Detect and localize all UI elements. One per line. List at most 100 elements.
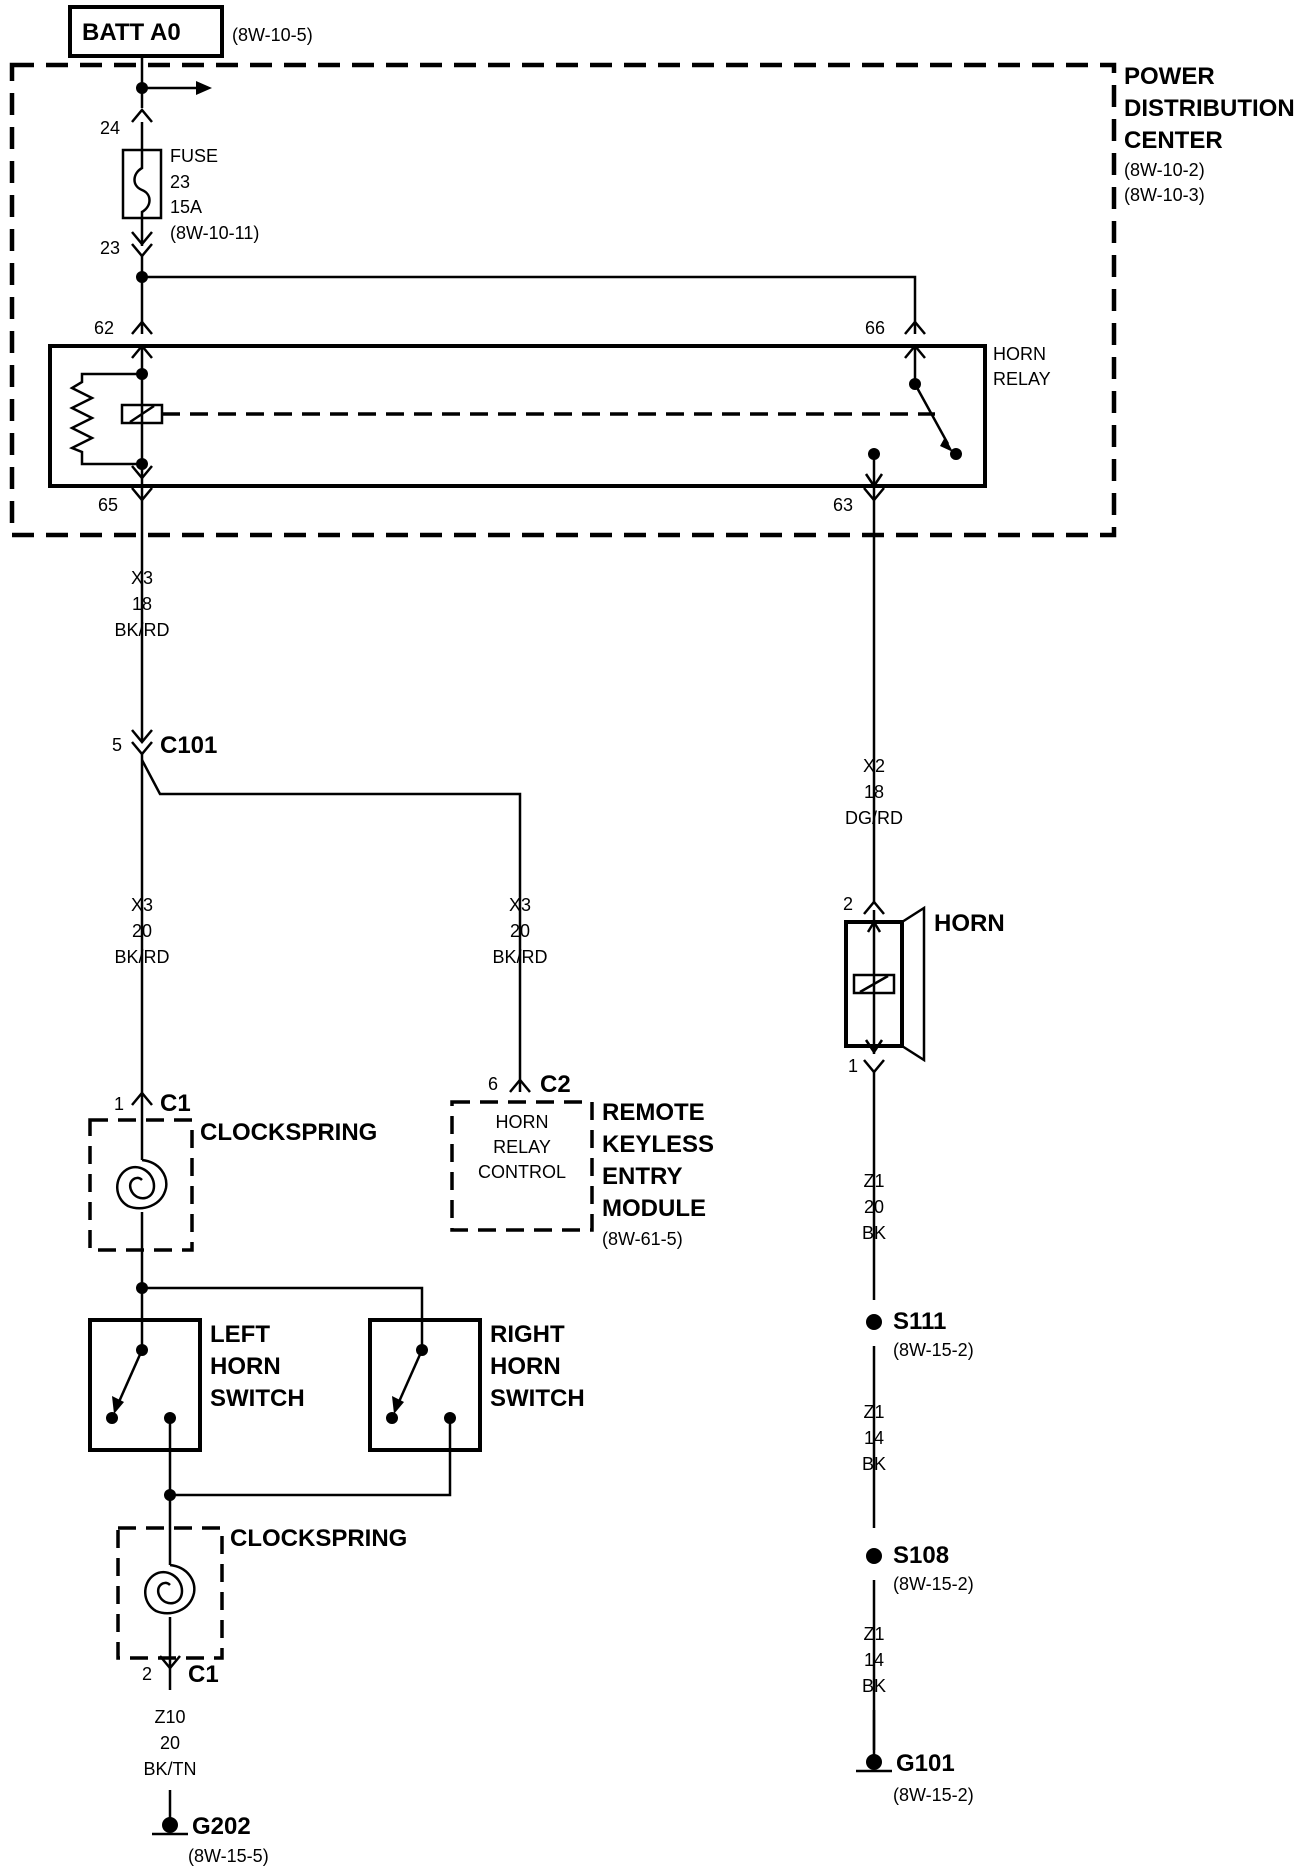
fuse-pin-top: 24 [100, 118, 120, 138]
clockspring-top-label: CLOCKSPRING [200, 1119, 377, 1146]
wire-x3-20-left-gauge: 20 [132, 921, 152, 941]
wire-z1-a-code: Z1 [863, 1171, 884, 1191]
relay-pin-65: 65 [98, 495, 118, 515]
relay-label-2: RELAY [993, 369, 1051, 389]
wire-z10-color: BK/TN [143, 1759, 196, 1779]
clockspring-top-spiral-icon [116, 1105, 168, 1288]
fuse-label: FUSE [170, 146, 218, 166]
pdc-title-1: POWER [1124, 63, 1215, 90]
relay-pin-62: 62 [94, 318, 114, 338]
fuse-23 [121, 122, 163, 258]
horn-relay-box [48, 344, 987, 488]
rke-conn: C2 [540, 1071, 571, 1098]
pdc-title-3: CENTER [1124, 127, 1223, 154]
g202-label: G202 [192, 1813, 251, 1840]
fuse-ref: (8W-10-11) [170, 223, 259, 243]
wire-z1-b-gauge: 14 [864, 1428, 884, 1448]
c101-label: C101 [160, 732, 217, 759]
g202-ref: (8W-15-5) [188, 1846, 269, 1866]
right-horn-switch-box [368, 1318, 482, 1452]
wire-z1-a-color: BK [862, 1223, 886, 1243]
fuse-pin-bottom: 23 [100, 238, 120, 258]
horn-pin-bottom: 1 [848, 1056, 858, 1076]
wire-z1-a-gauge: 20 [864, 1197, 884, 1217]
wire-x3-18-color: BK/RD [114, 620, 169, 640]
fuse-amps: 15A [170, 197, 202, 217]
fuse-number: 23 [170, 172, 190, 192]
clockspring-top-pin: 1 [114, 1094, 124, 1114]
relay-coil-circuit [68, 344, 935, 502]
s108-label: S108 [893, 1542, 949, 1569]
left-horn-switch-box [88, 1318, 202, 1452]
horn-icon [844, 900, 926, 1074]
wire-x2-gauge: 18 [864, 782, 884, 802]
batt-label: BATT A0 [82, 19, 181, 46]
relay-pin-63: 63 [833, 495, 853, 515]
wire-x3-18-gauge: 18 [132, 594, 152, 614]
wire-x3-20-left-code: X3 [131, 895, 153, 915]
s108-ref: (8W-15-2) [893, 1574, 974, 1594]
wire-x3-18-code: X3 [131, 568, 153, 588]
s111-label: S111 [893, 1308, 946, 1335]
pdc-ref-2: (8W-10-3) [1124, 185, 1205, 205]
rke-title-2: KEYLESS [602, 1131, 714, 1158]
relay-switch-contacts [863, 344, 962, 502]
wire-x2-color: DG/RD [845, 808, 903, 828]
wire-z1-c-gauge: 14 [864, 1650, 884, 1670]
g101-label: G101 [896, 1750, 955, 1777]
rke-inner-3: CONTROL [478, 1162, 566, 1182]
rke-inner-1: HORN [496, 1112, 549, 1132]
wire-z1-c-code: Z1 [863, 1624, 884, 1644]
rke-title-3: ENTRY [602, 1163, 682, 1190]
g202-ground-icon [152, 1790, 188, 1836]
horn-label: HORN [934, 910, 1005, 937]
relay-feed-wires [131, 256, 926, 335]
left-switch-1: LEFT [210, 1321, 270, 1348]
s111-splice [866, 1314, 882, 1330]
clockspring-bottom-conn: C1 [188, 1661, 219, 1688]
clockspring-bottom-spiral-icon [144, 1495, 196, 1690]
clockspring-bottom-pin: 2 [142, 1664, 152, 1684]
g101-ref: (8W-15-2) [893, 1785, 974, 1805]
batt-ref: (8W-10-5) [232, 25, 313, 45]
clockspring-bottom-label: CLOCKSPRING [230, 1525, 407, 1552]
rke-inner-2: RELAY [493, 1137, 551, 1157]
horn-pin-top: 2 [843, 894, 853, 914]
c101-split-wires [131, 754, 531, 1106]
rke-ref: (8W-61-5) [602, 1229, 683, 1249]
right-switch-1: RIGHT [490, 1321, 565, 1348]
wire-z1-b-color: BK [862, 1454, 886, 1474]
pdc-ref-1: (8W-10-2) [1124, 160, 1205, 180]
rke-title-1: REMOTE [602, 1099, 705, 1126]
wire-x2-code: X2 [863, 756, 885, 776]
rke-title-4: MODULE [602, 1195, 706, 1222]
wire-z1-b-code: Z1 [863, 1402, 884, 1422]
rke-box [450, 1100, 594, 1232]
wire-x3-20-mid-gauge: 20 [510, 921, 530, 941]
wire-z10-code: Z10 [154, 1707, 185, 1727]
relay-label-1: HORN [993, 344, 1046, 364]
right-switch-2: HORN [490, 1353, 561, 1380]
c101-pin: 5 [112, 735, 122, 755]
left-switch-2: HORN [210, 1353, 281, 1380]
wire-x3-20-left-color: BK/RD [114, 947, 169, 967]
right-horn-switch-contacts [170, 1320, 456, 1497]
relay-pin-66: 66 [865, 318, 885, 338]
s111-ref: (8W-15-2) [893, 1340, 974, 1360]
clockspring-top-conn: C1 [160, 1090, 191, 1117]
wire-z1-c-color: BK [862, 1676, 886, 1696]
horn-switch-feed [136, 1282, 424, 1320]
wire-x3-20-mid-code: X3 [509, 895, 531, 915]
pdc-outline [9, 62, 1117, 538]
right-switch-3: SWITCH [490, 1385, 585, 1412]
wire-z10-gauge: 20 [160, 1733, 180, 1753]
pdc-title-2: DISTRIBUTION [1124, 95, 1295, 122]
batt-box [68, 5, 224, 58]
left-horn-switch-contacts [106, 1320, 176, 1495]
left-switch-3: SWITCH [210, 1385, 305, 1412]
battery-feed [131, 56, 212, 123]
s108-splice [866, 1548, 882, 1564]
rke-pin: 6 [488, 1074, 498, 1094]
wire-x3-20-mid-color: BK/RD [492, 947, 547, 967]
